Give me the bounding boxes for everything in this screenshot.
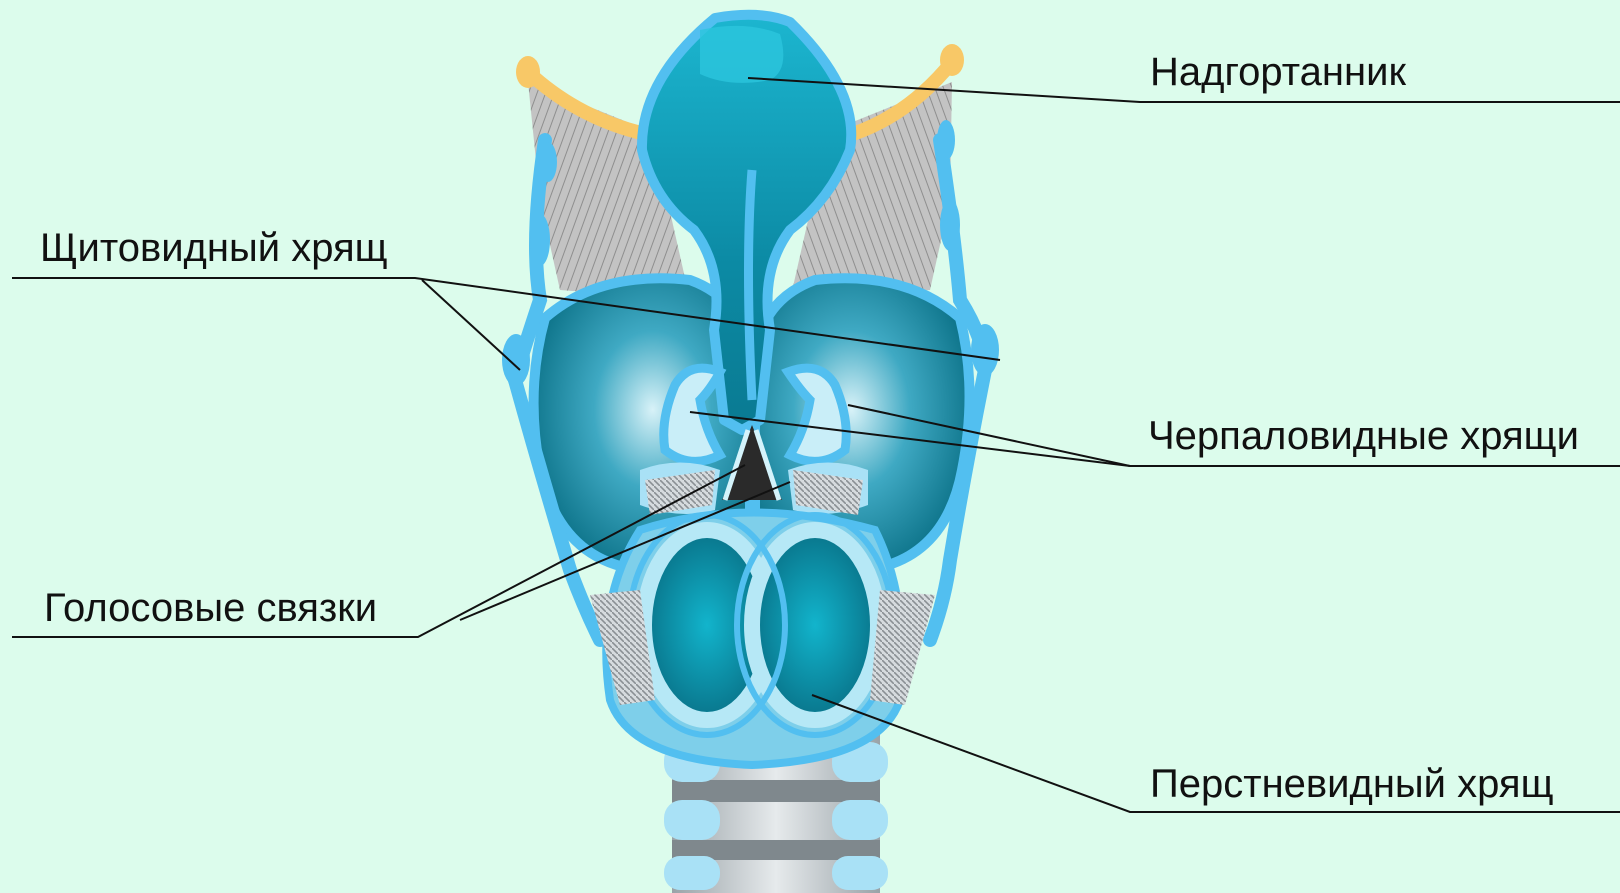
label-arytenoid-cartilages: Черпаловидные хрящи (1148, 416, 1579, 456)
label-thyroid-cartilage: Щитовидный хрящ (40, 228, 388, 268)
cricoid-cartilage (590, 513, 935, 766)
label-vocal-cords: Голосовые связки (44, 588, 377, 628)
label-cricoid-cartilage: Перстневидный хрящ (1150, 764, 1554, 804)
label-epiglottis: Надгортанник (1150, 52, 1406, 92)
leader-thyroid-left (422, 280, 520, 370)
